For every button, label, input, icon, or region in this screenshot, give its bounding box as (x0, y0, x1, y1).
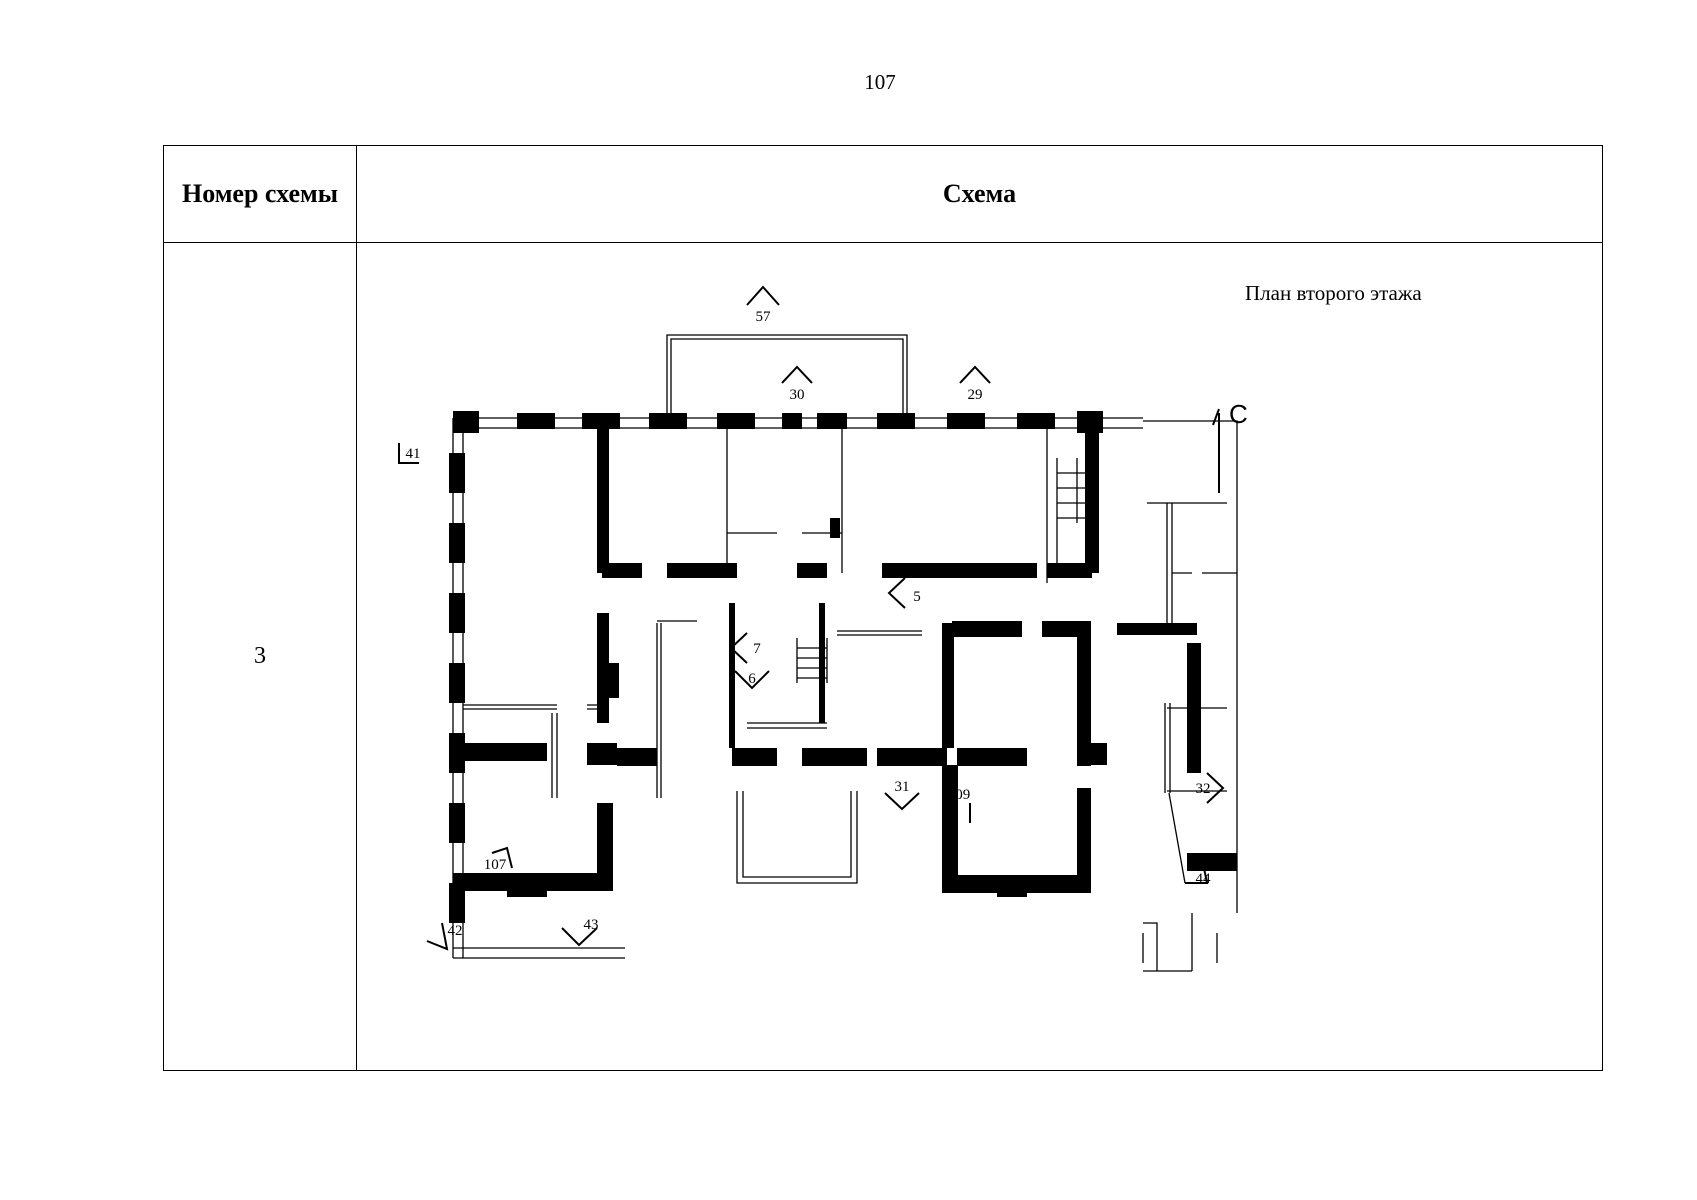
marker-109: 109 (948, 787, 971, 803)
scheme-row: 3 План второго этажа (163, 242, 1603, 1071)
marker-107: 107 (484, 857, 507, 873)
north-label: С (1229, 399, 1248, 429)
marker-44: 44 (1196, 871, 1212, 887)
header-scheme: Схема (356, 145, 1603, 243)
plan-title: План второго этажа (1245, 281, 1422, 305)
marker-32: 32 (1196, 781, 1211, 797)
scheme-number-cell: 3 (163, 242, 357, 1071)
marker-42: 42 (448, 923, 463, 939)
marker-30: 30 (790, 387, 805, 403)
header-row: Номер схемы Схема (163, 145, 1603, 243)
marker-29: 29 (968, 387, 983, 403)
page-number: 107 (864, 70, 896, 94)
floor-plan-drawing: 57 30 29 41 5 7 6 31 109 32 107 44 42 43… (398, 285, 1248, 972)
marker-6: 6 (748, 671, 756, 687)
header-scheme-number: Номер схемы (163, 145, 357, 243)
marker-41: 41 (406, 446, 421, 462)
scheme-cell: План второго этажа (356, 242, 1603, 1071)
marker-43: 43 (584, 917, 599, 933)
marker-5: 5 (913, 589, 921, 605)
marker-7: 7 (753, 641, 761, 657)
scheme-table: Номер схемы Схема 3 План второго этажа (163, 145, 1603, 1071)
marker-57: 57 (756, 309, 772, 325)
marker-31: 31 (895, 779, 910, 795)
